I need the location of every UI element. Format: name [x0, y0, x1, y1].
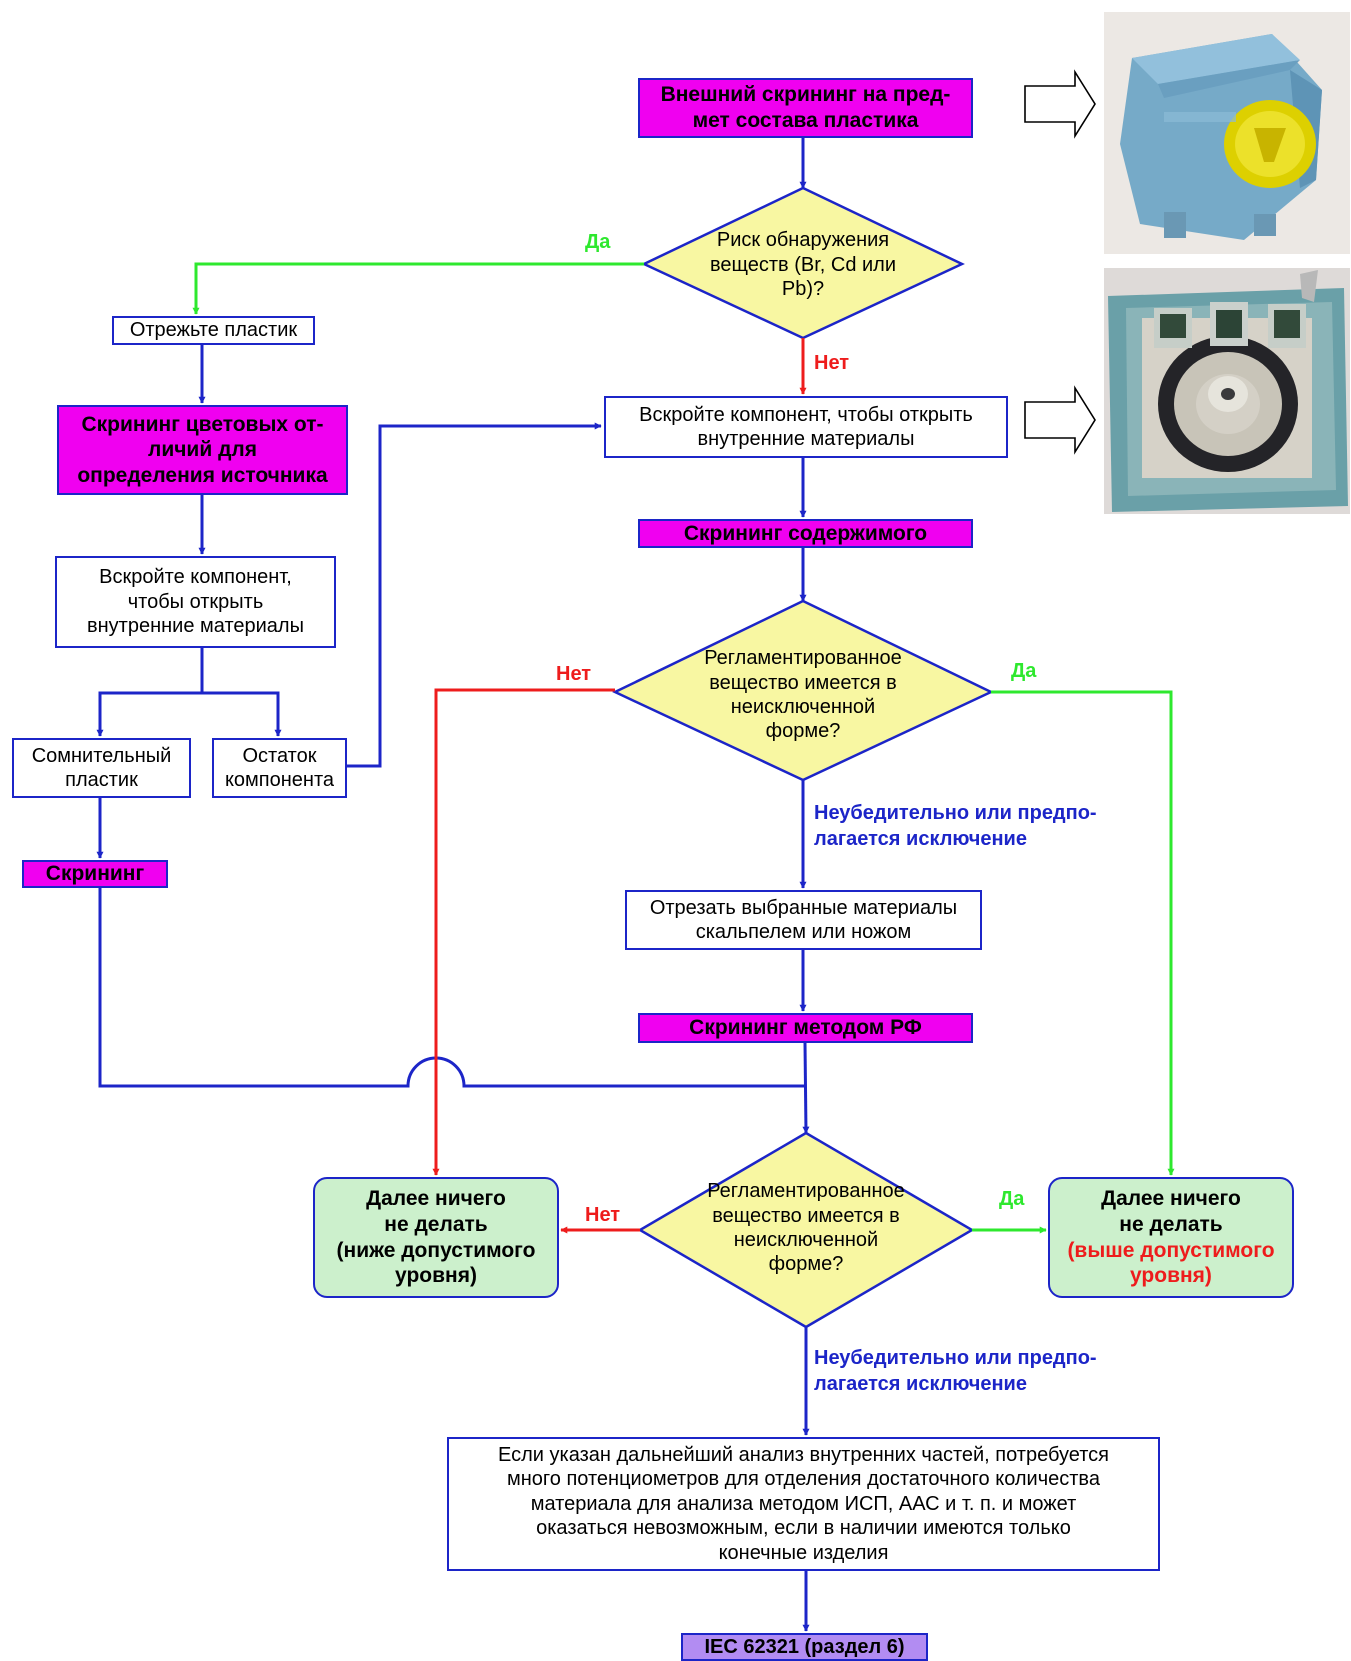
do-nothing-above-main-text: Далее ничего не делать	[1101, 1187, 1241, 1236]
edge-open-left-branch-doubtful	[96, 648, 204, 737]
label-no-regulated-1: Нет	[556, 663, 592, 685]
xrf-screening-box[interactable]: Скрининг методом РФ	[638, 1013, 973, 1043]
label-yes-regulated-2: Да	[999, 1188, 1025, 1210]
regulated-question-2-text[interactable]: Регламентированное вещество имеется в не…	[707, 1180, 905, 1276]
content-screening-box[interactable]: Скрининг содержимого	[638, 519, 973, 548]
edge-risk-yes	[192, 262, 644, 315]
further-analysis-box[interactable]: Если указан дальнейший анализ внутренних…	[447, 1437, 1160, 1571]
edge-screening-to-merge	[98, 888, 805, 1088]
screening-box[interactable]: Скрининг	[22, 860, 168, 888]
label-yes-risk: Да	[585, 231, 611, 253]
edge-regulated-1-yes	[991, 690, 1175, 1176]
do-nothing-above-note-text: (выше допустимого уровня)	[1067, 1238, 1275, 1288]
label-no-risk: Нет	[814, 352, 850, 374]
potentiometer-exterior-photo	[1104, 12, 1350, 254]
color-screening-box[interactable]: Скрининг цветовых от- личий для определе…	[57, 405, 348, 495]
open-component-left-box[interactable]: Вскройте компонент, чтобы открыть внутре…	[55, 556, 336, 648]
do-nothing-above-box[interactable]: Далее ничего не делать (выше допустимого…	[1048, 1177, 1294, 1298]
component-residue-box[interactable]: Остаток компонента	[212, 738, 347, 798]
iec-reference-box[interactable]: IEC 62321 (раздел 6)	[681, 1633, 928, 1661]
label-inconclusive-2: Неубедительно или предпо- лагается исклю…	[814, 1347, 1097, 1395]
open-component-main-box[interactable]: Вскройте компонент, чтобы открыть внутре…	[604, 396, 1008, 458]
photo-pointer-arrow-bottom	[1024, 385, 1096, 455]
photo-pointer-arrow-top	[1024, 69, 1096, 139]
regulated-question-1-text[interactable]: Регламентированное вещество имеется в не…	[704, 647, 902, 743]
cut-plastic-box[interactable]: Отрежьте пластик	[112, 316, 315, 345]
label-inconclusive-1: Неубедительно или предпо- лагается исклю…	[814, 802, 1097, 850]
cut-materials-box[interactable]: Отрезать выбранные материалы скальпелем …	[625, 890, 982, 950]
edge-xrf-to-regulated-2	[802, 1042, 810, 1134]
label-no-regulated-2: Нет	[585, 1204, 621, 1226]
external-screening-box[interactable]: Внешний скрининг на пред- мет состава пл…	[638, 78, 973, 138]
risk-question-text[interactable]: Риск обнаружения веществ (Br, Cd или Pb)…	[709, 229, 897, 301]
doubtful-plastic-box[interactable]: Сомнительный пластик	[12, 738, 191, 798]
edge-regulated-1-no	[432, 688, 615, 1176]
edge-residue-to-open-main	[347, 422, 602, 768]
do-nothing-below-box[interactable]: Далее ничего не делать (ниже допустимого…	[313, 1177, 559, 1298]
edge-open-left-branch-residue	[202, 691, 282, 737]
potentiometer-interior-photo	[1104, 268, 1350, 514]
label-yes-regulated-1: Да	[1011, 660, 1037, 682]
